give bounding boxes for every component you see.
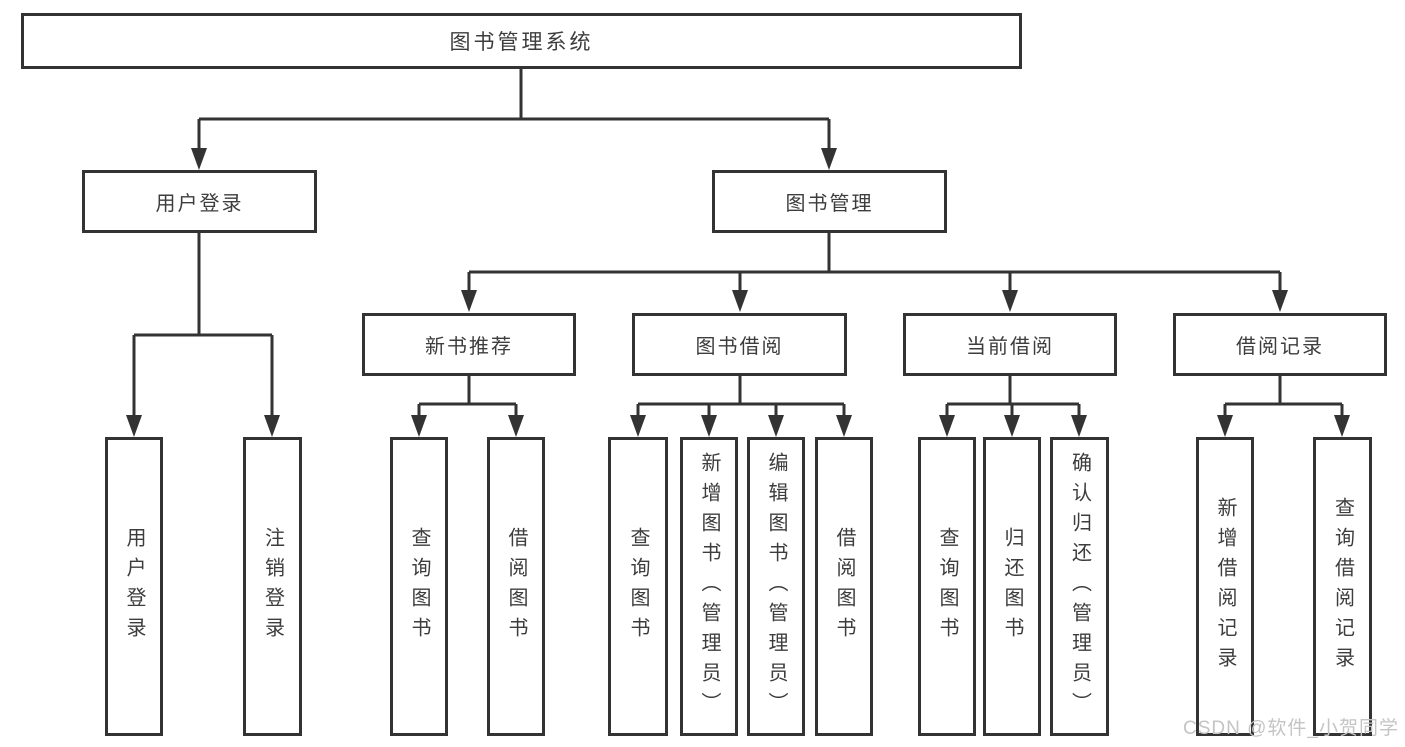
leaf-current-confirm-return-admin: 确认归还（管理员） (1050, 437, 1109, 736)
leaf-records-query-record: 查询借阅记录 (1313, 437, 1372, 736)
node-label: 借阅图书 (833, 526, 855, 647)
node-label: 新书推荐 (425, 336, 513, 358)
leaf-recommend-borrow-book: 借阅图书 (487, 437, 545, 736)
leaf-borrow-add-book-admin: 新增图书（管理员） (680, 437, 738, 736)
node-borrow-records: 借阅记录 (1173, 313, 1387, 376)
node-label: 查询图书 (627, 526, 649, 647)
node-label: 图书管理 (785, 193, 874, 215)
leaf-recommend-query-book: 查询图书 (390, 437, 448, 736)
node-user-login: 用户登录 (82, 170, 317, 233)
node-label: 图书管理系统 (449, 31, 594, 54)
node-label: 用户登录 (155, 193, 244, 215)
leaf-current-return-book: 归还图书 (983, 437, 1041, 736)
node-label: 归还图书 (1001, 526, 1023, 647)
node-new-book-recommend: 新书推荐 (362, 313, 576, 376)
node-label: 确认归还（管理员） (1068, 451, 1091, 722)
node-label: 新增借阅记录 (1214, 496, 1236, 677)
node-label: 查询借阅记录 (1331, 496, 1354, 677)
node-label: 借阅记录 (1236, 336, 1324, 358)
node-label: 图书借阅 (695, 336, 784, 358)
leaf-borrow-borrow-book: 借阅图书 (815, 437, 873, 736)
node-label: 借阅图书 (505, 526, 527, 647)
leaf-logout: 注销登录 (243, 437, 302, 736)
node-label: 注销登录 (261, 526, 284, 647)
node-book-borrow: 图书借阅 (632, 313, 847, 376)
csdn-watermark: CSDN @软件_小贺同学 (1183, 718, 1399, 739)
node-label: 查询图书 (936, 526, 958, 647)
leaf-borrow-query-book: 查询图书 (608, 437, 668, 736)
node-label: 查询图书 (408, 526, 430, 647)
leaf-borrow-edit-book-admin: 编辑图书（管理员） (747, 437, 805, 736)
leaf-current-query-book: 查询图书 (918, 437, 976, 736)
leaf-user-login: 用户登录 (105, 437, 163, 736)
node-label: 用户登录 (123, 526, 145, 647)
node-label: 当前借阅 (966, 336, 1054, 358)
node-book-management: 图书管理 (712, 170, 947, 233)
node-root-system: 图书管理系统 (21, 13, 1022, 69)
node-label: 新增图书（管理员） (698, 451, 720, 722)
leaf-records-add-record: 新增借阅记录 (1196, 437, 1254, 736)
node-label: 编辑图书（管理员） (765, 451, 787, 722)
node-current-borrow: 当前借阅 (903, 313, 1117, 376)
